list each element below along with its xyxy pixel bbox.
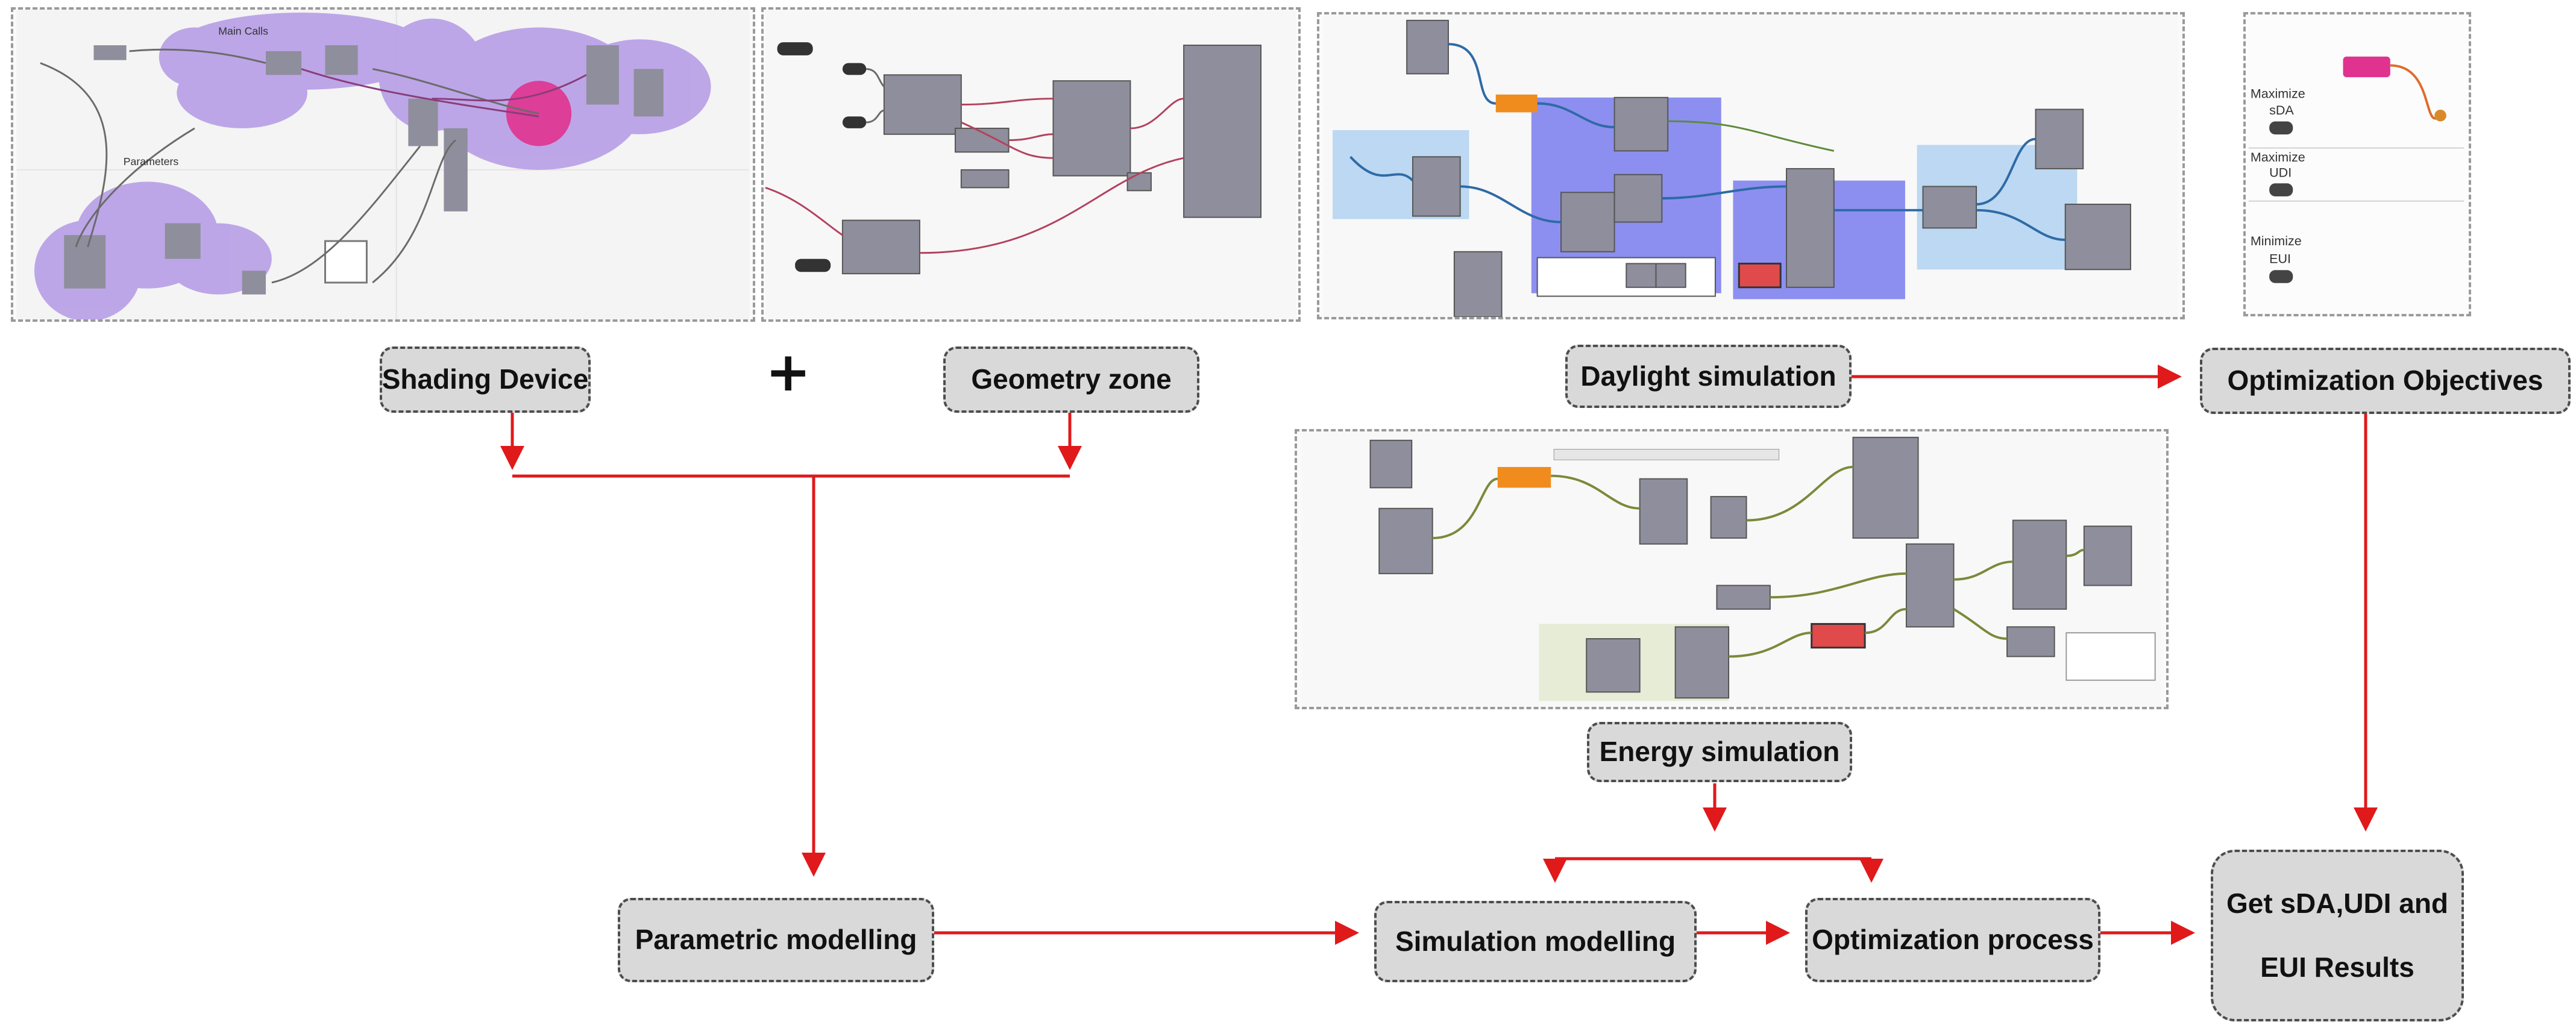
sda-label: sDA — [2269, 103, 2294, 118]
optimization-process-box: Optimization process — [1805, 898, 2100, 982]
geometry-zone-label: Geometry zone — [971, 363, 1172, 395]
energy-canvas — [1302, 431, 2161, 707]
maximize-sda-label: Maximize — [2251, 86, 2305, 101]
daylight-simulation-box: Daylight simulation — [1565, 345, 1852, 408]
minimize-eui-label: Minimize — [2251, 234, 2302, 248]
simulation-modelling-label: Simulation modelling — [1395, 925, 1676, 957]
shading-device-label: Shading Device — [382, 363, 589, 395]
optimization-process-label: Optimization process — [1812, 924, 2094, 956]
daylight-simulation-label: Daylight simulation — [1580, 360, 1836, 392]
energy-simulation-screenshot — [1295, 429, 2169, 709]
geometry-zone-screenshot — [761, 7, 1301, 322]
plus-sign: + — [765, 340, 811, 404]
results-box: Get sDA,UDI and EUI Results — [2211, 850, 2464, 1021]
udi-label: UDI — [2269, 166, 2292, 180]
svg-text:Main Calls: Main Calls — [218, 25, 268, 37]
optimization-objectives-box: Optimization Objectives — [2200, 348, 2571, 414]
energy-simulation-box: Energy simulation — [1587, 722, 1852, 782]
shading-device-screenshot: Main Calls Parameters — [11, 7, 755, 322]
shading-device-box: Shading Device — [380, 346, 591, 413]
parametric-modelling-box: Parametric modelling — [618, 898, 934, 982]
daylight-simulation-screenshot — [1317, 12, 2185, 319]
optimization-objectives-label: Optimization Objectives — [2227, 365, 2543, 397]
eui-label: EUI — [2269, 251, 2291, 266]
geometry-zone-canvas — [765, 10, 1297, 319]
simulation-modelling-box: Simulation modelling — [1374, 901, 1697, 982]
objectives-screenshot: Maximize sDA Maximize UDI Minimize EUI — [2243, 12, 2471, 316]
svg-text:Parameters: Parameters — [124, 155, 179, 168]
shading-device-canvas: Main Calls Parameters — [16, 10, 750, 319]
results-line-1: Get sDA,UDI and — [2226, 888, 2449, 920]
objectives-canvas: Maximize sDA Maximize UDI Minimize EUI — [2246, 15, 2469, 313]
parametric-modelling-label: Parametric modelling — [635, 924, 917, 956]
daylight-canvas — [1324, 14, 2178, 317]
geometry-zone-box: Geometry zone — [943, 346, 1199, 413]
energy-simulation-label: Energy simulation — [1599, 736, 1840, 768]
results-line-2: EUI Results — [2260, 951, 2414, 983]
maximize-udi-label: Maximize — [2251, 150, 2305, 165]
